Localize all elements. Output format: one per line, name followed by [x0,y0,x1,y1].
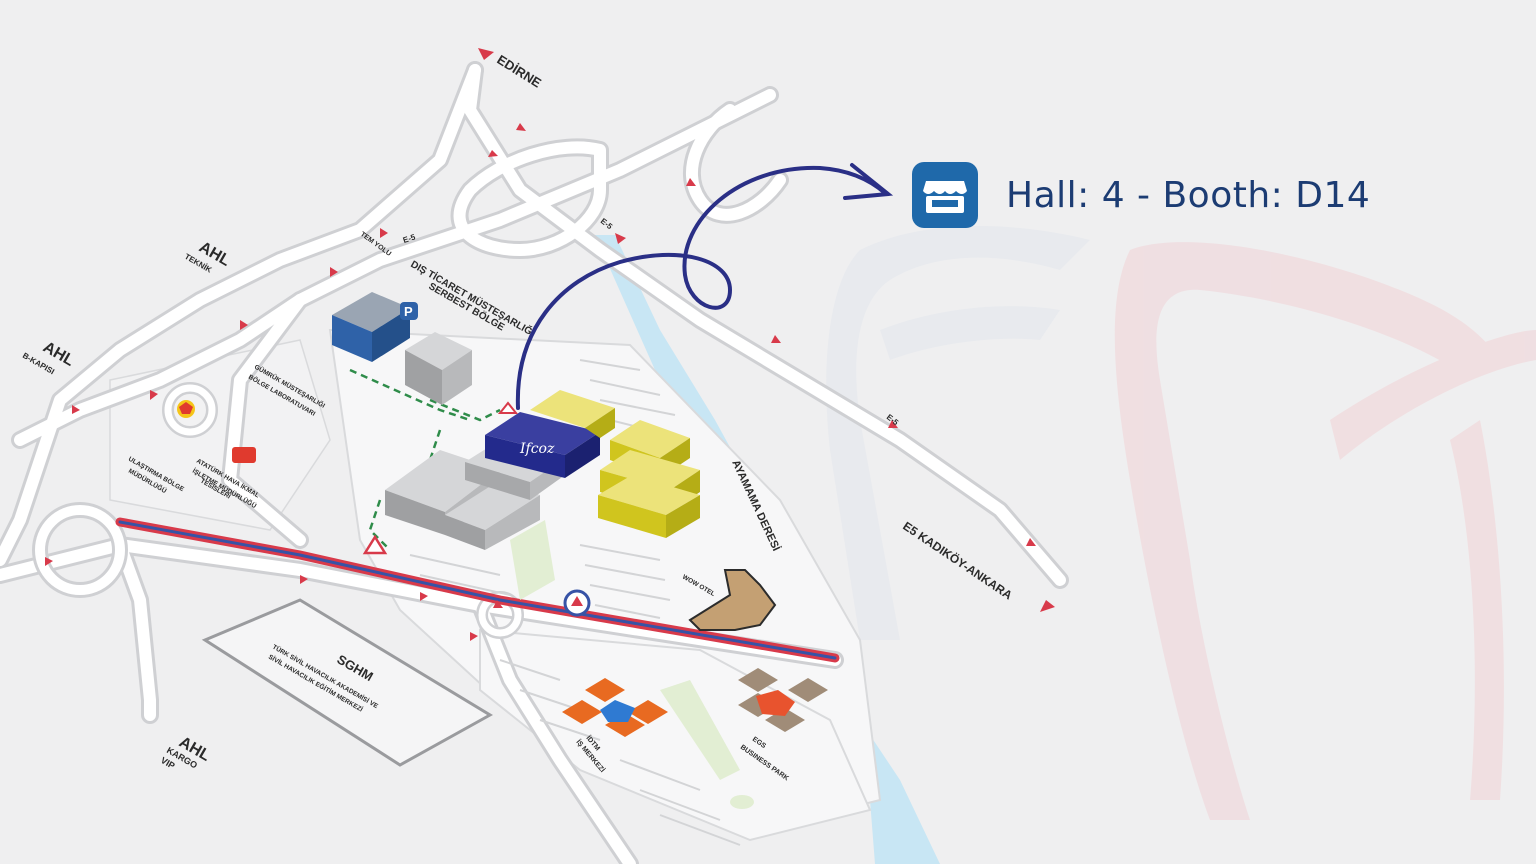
label-e5-a: E-5 [599,216,615,231]
parking-lots [409,359,741,846]
booth-location-callout: Hall: 4 - Booth: D14 [912,162,1370,228]
shell-station-icon [177,400,195,418]
wow-hotel [688,569,777,631]
rail-line [115,517,840,663]
green-strip-2 [660,680,740,780]
idtm-building [562,678,668,737]
background-logo-watermark [826,226,1536,820]
exhibition-halls-yellow [530,390,700,538]
parking-garage: P [332,292,472,405]
label-edirne: EDİRNE [494,52,544,91]
booth-stand-icon [912,162,978,228]
green-strip [510,520,555,600]
label-dis-ticaret-1: DIŞ TİCARET MÜSTEŞARLIĞI [409,257,538,339]
parking-sign [400,302,418,320]
venue-logo-text: Ifcoz [519,441,555,457]
parking-sign-text: P [404,304,413,319]
po-station-icon [232,447,256,463]
traffic-arrows [45,48,1055,641]
label-e5-kadikoy: E5 KADIKÖY-ANKARA [900,518,1015,603]
road-network [0,61,1069,864]
booth-location-text: Hall: 4 - Booth: D14 [1006,174,1371,216]
warning-sign-icon-2 [497,401,519,414]
hall-pointer-arrow [515,163,894,410]
egs-building [738,668,828,732]
green-spot [730,795,754,809]
highlighted-hall-4: Ifcoz [485,412,600,478]
warning-sign-icon [362,534,388,555]
label-e5-top: E-5 [402,232,417,245]
metrobus-stop-icon [563,589,591,617]
